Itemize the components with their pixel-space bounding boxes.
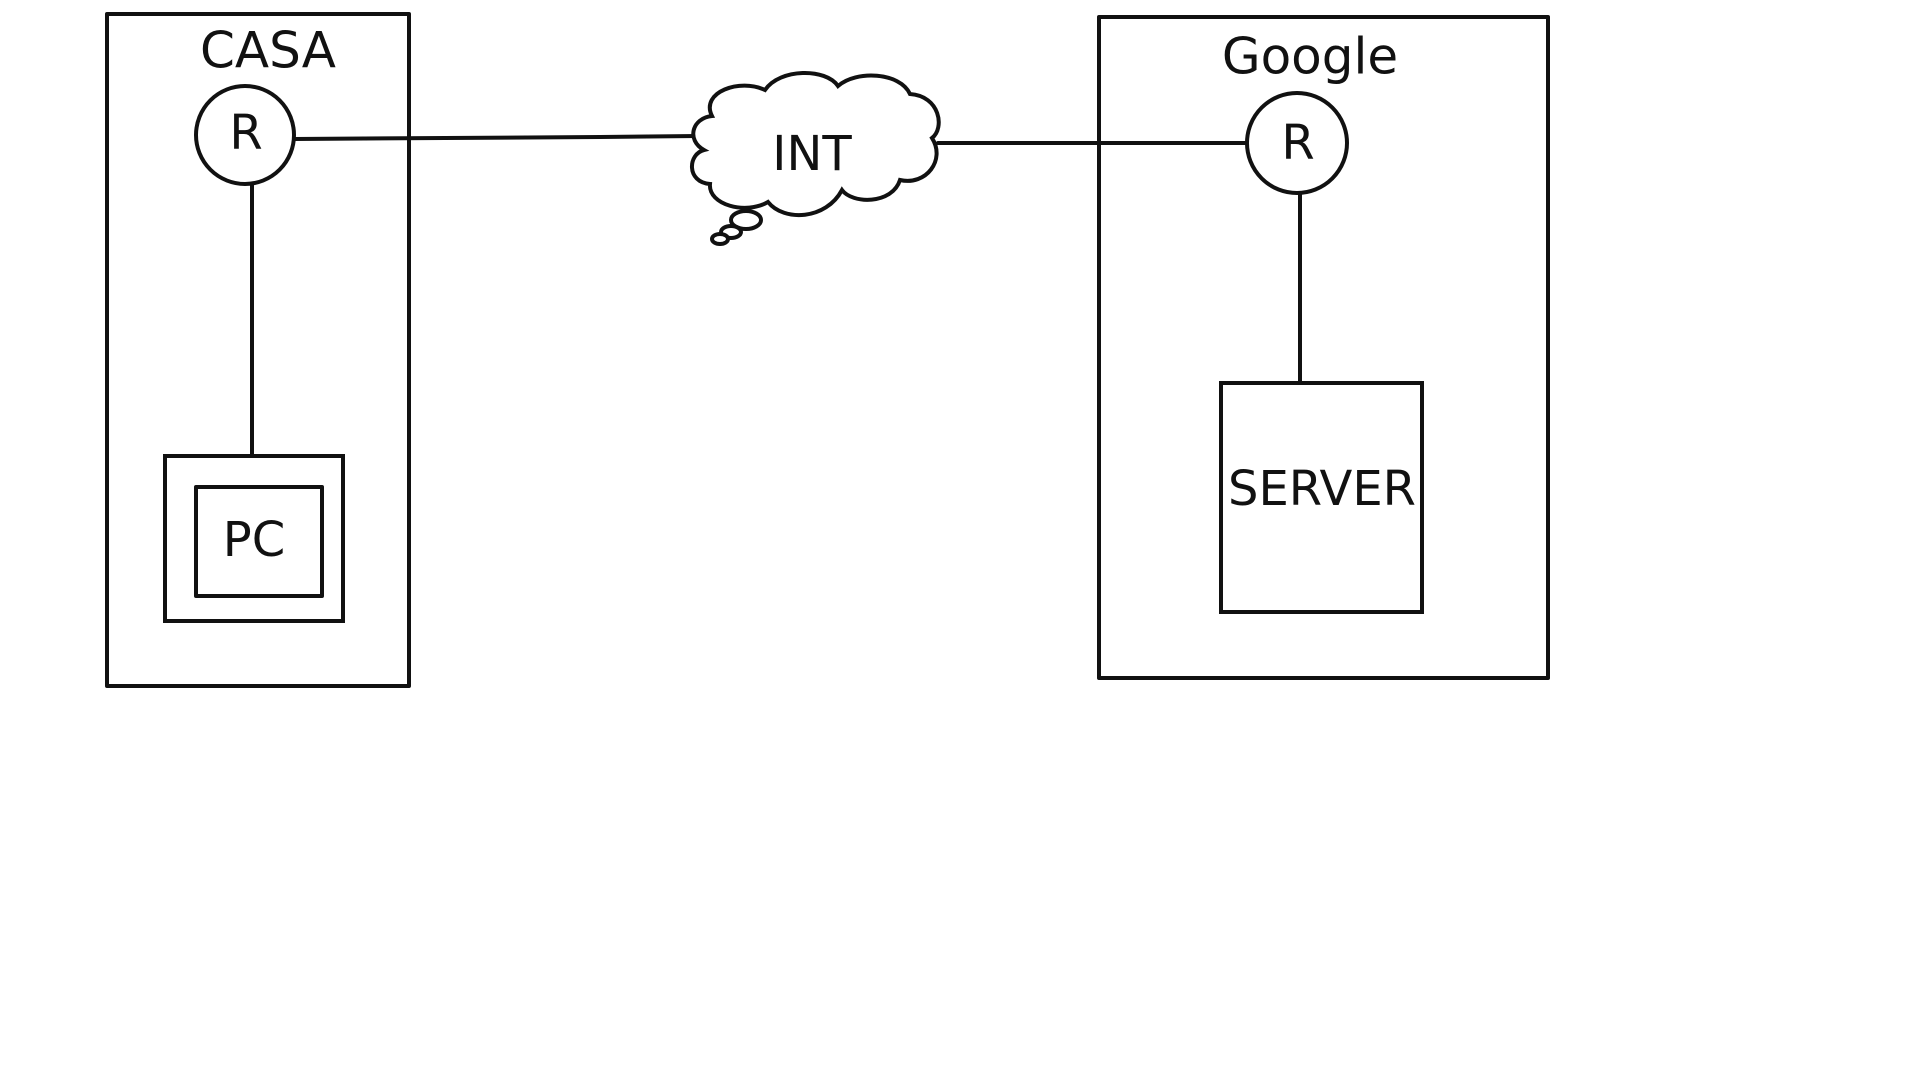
server-node bbox=[1219, 381, 1424, 614]
home-to-internet-link bbox=[292, 134, 700, 141]
cloud-tail-bubble-small bbox=[710, 232, 730, 246]
home-router-label: R bbox=[229, 105, 262, 161]
home-network-box bbox=[105, 12, 411, 688]
pc-screen-frame bbox=[194, 485, 324, 598]
remote-router-label: R bbox=[1281, 115, 1314, 171]
home-network-title: CASA bbox=[200, 22, 336, 80]
internet-cloud-label: INT bbox=[772, 126, 852, 182]
home-router-node bbox=[194, 84, 296, 186]
internet-cloud-group: INT bbox=[690, 71, 941, 246]
remote-network-title: Google bbox=[1222, 28, 1398, 86]
remote-network-group: Google R SERVER bbox=[1097, 15, 1550, 680]
cloud-tail-bubble-large bbox=[729, 209, 763, 231]
server-label: SERVER bbox=[1228, 461, 1416, 517]
pc-label: PC bbox=[223, 512, 285, 568]
home-network-group: CASA R PC bbox=[105, 12, 411, 688]
remote-router-node bbox=[1245, 91, 1349, 195]
remote-network-box bbox=[1097, 15, 1550, 680]
internet-cloud-icon bbox=[690, 71, 941, 218]
